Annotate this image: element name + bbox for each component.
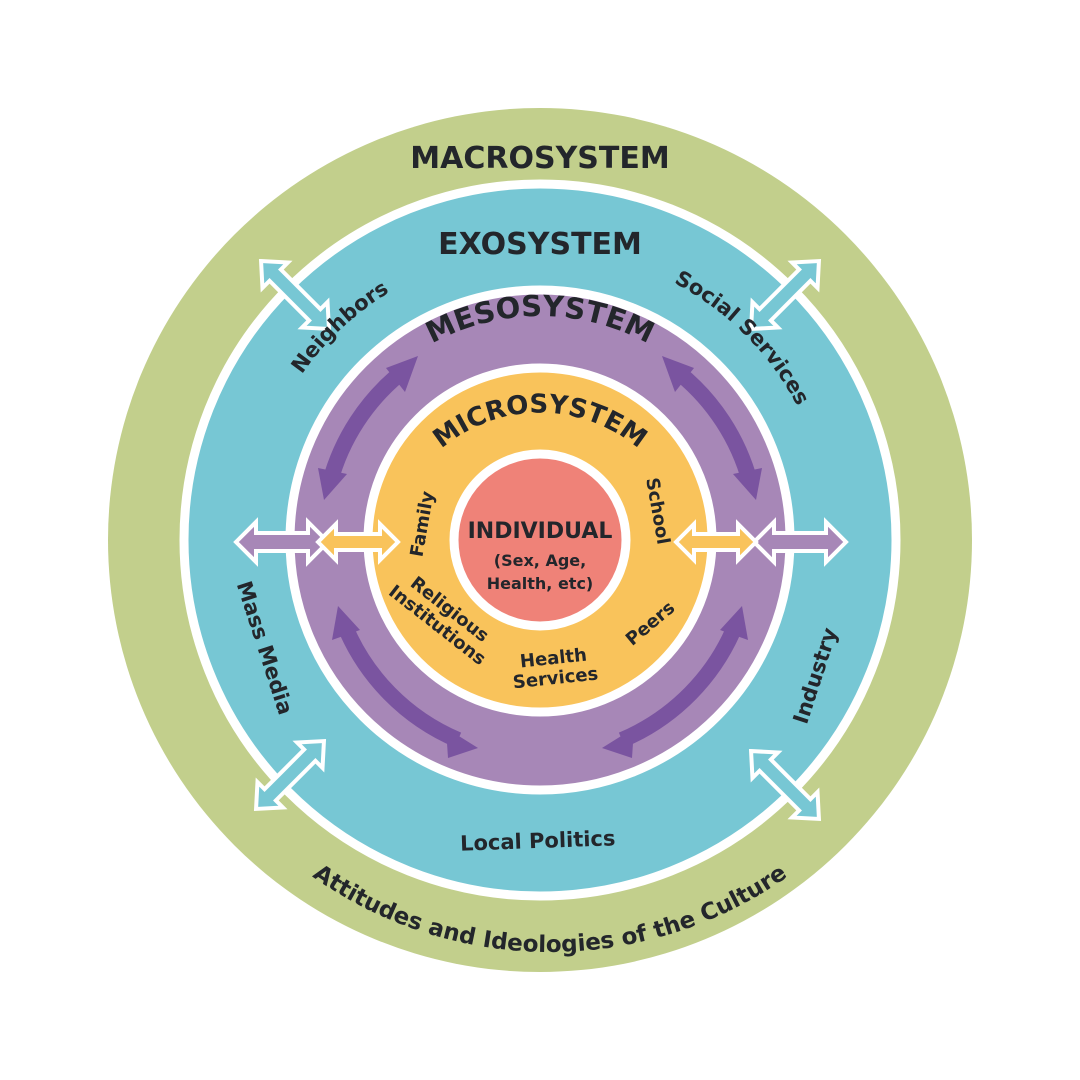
double-headed-arrow-icon <box>258 258 332 332</box>
double-headed-arrow-icon <box>748 258 822 332</box>
exosystem-title: EXOSYSTEM <box>438 227 642 262</box>
individual-detail-line-1: (Sex, Age, <box>494 551 586 570</box>
macrosystem-title-display: MACROSYSTEM <box>410 141 669 176</box>
individual-detail-line-2: Health, etc) <box>487 574 594 593</box>
curved-double-arrow-icon <box>602 606 748 758</box>
double-headed-arrow-icon <box>673 519 759 565</box>
curved-double-arrow-icon <box>662 356 762 500</box>
curved-double-arrow-icon <box>332 606 478 758</box>
double-headed-arrow-icon <box>253 738 327 812</box>
double-headed-arrow-icon <box>751 517 849 567</box>
curved-double-arrow-icon <box>318 356 418 500</box>
double-headed-arrow-icon <box>315 519 401 565</box>
double-headed-arrow-icon <box>748 748 822 822</box>
individual-title: INDIVIDUAL <box>468 519 613 544</box>
exo-item-local-politics: Local Politics <box>460 826 616 855</box>
individual-core <box>449 449 631 631</box>
